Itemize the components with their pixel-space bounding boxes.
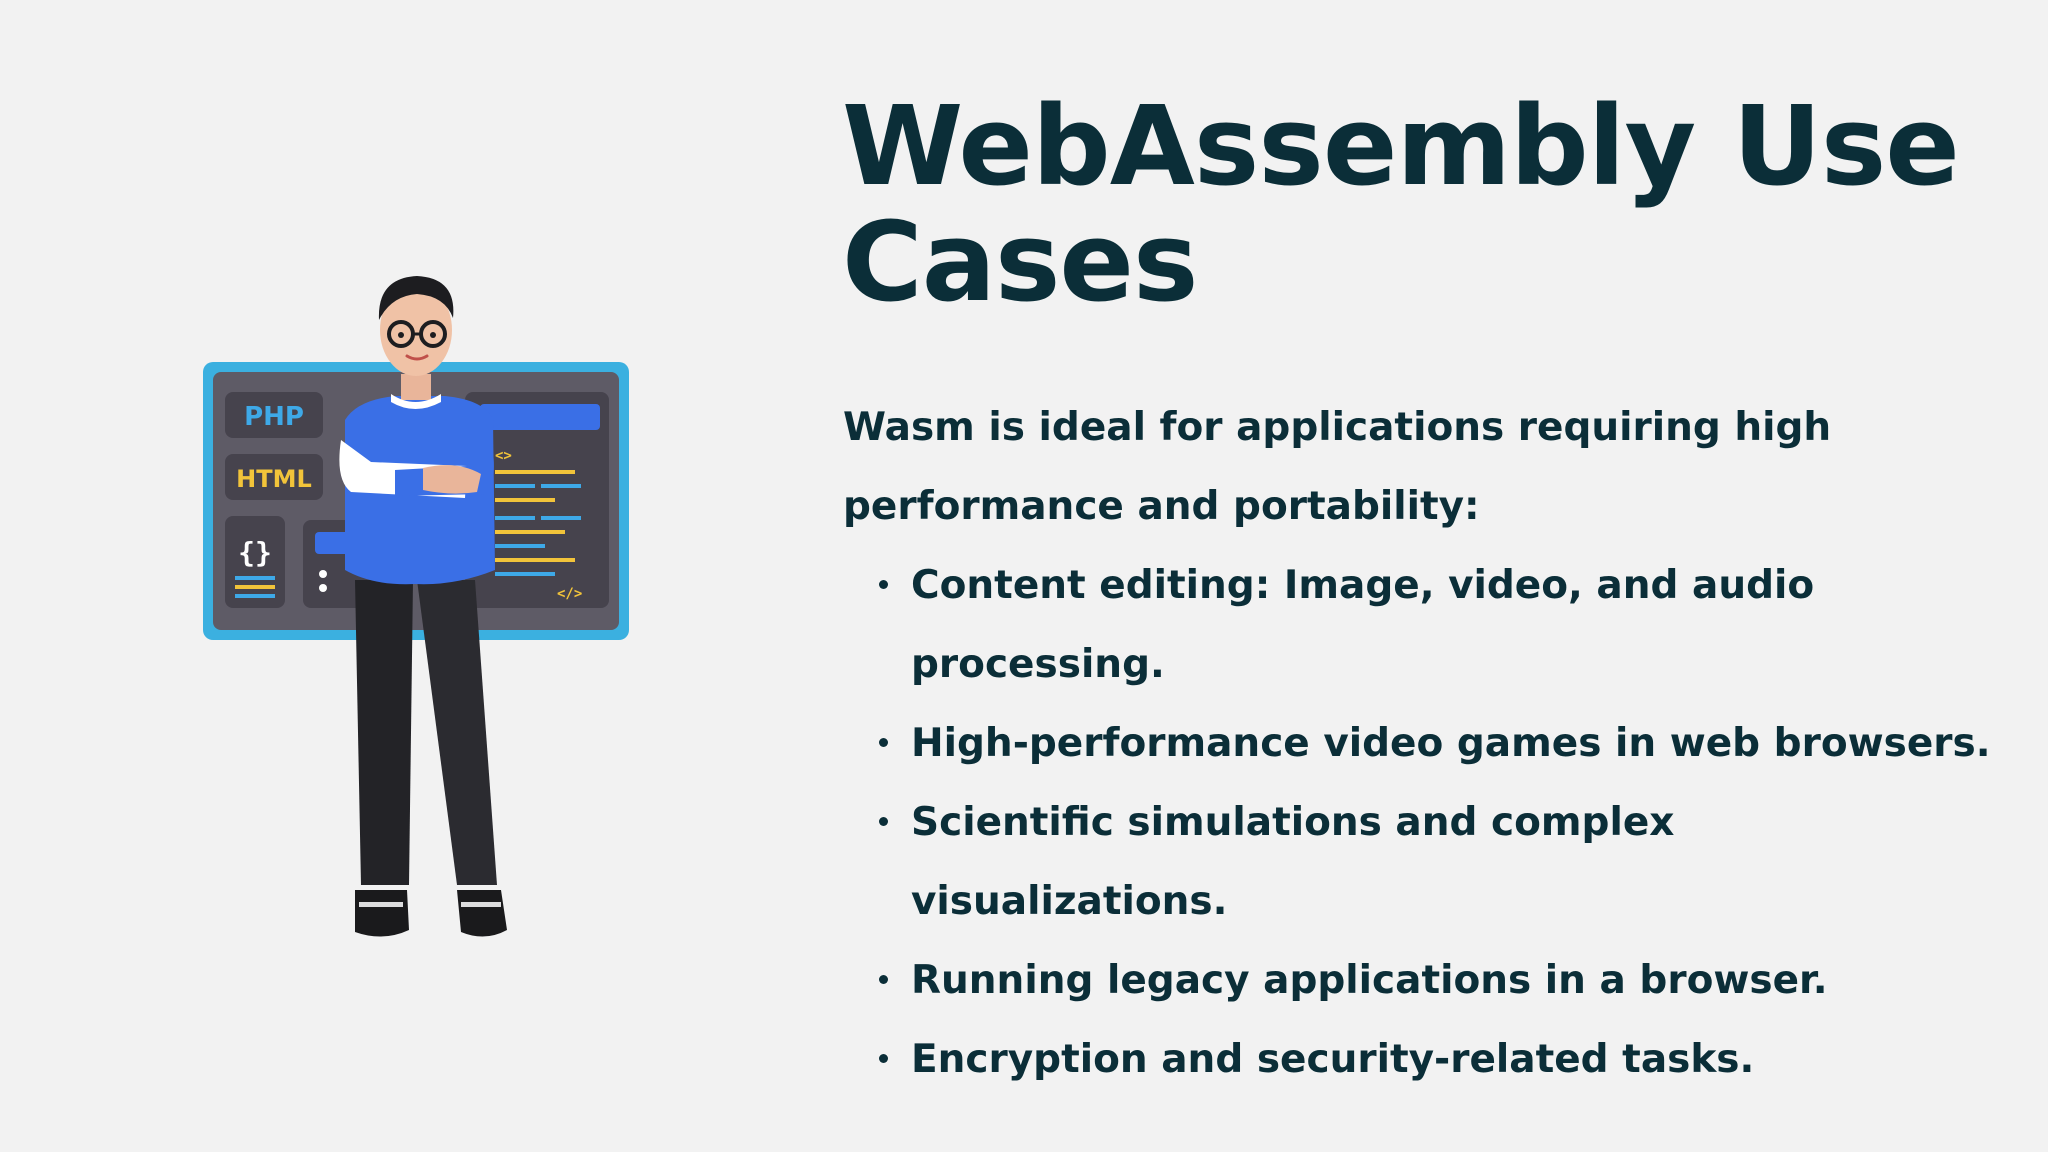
code-panel-header	[480, 404, 600, 430]
list-item: Encryption and security-related tasks.	[843, 1020, 1993, 1099]
php-tile	[225, 392, 323, 438]
bullet-icon	[879, 975, 888, 984]
list-item: Scientific simulations and complex visua…	[843, 783, 1993, 941]
right-shoe	[457, 890, 507, 937]
php-tag: PHP	[244, 402, 304, 432]
bullet-icon	[879, 817, 888, 826]
developer-illustration: PHP HTML {} <> </>	[203, 276, 629, 937]
list-item-text: Content editing: Image, video, and audio…	[911, 563, 1815, 687]
neck	[401, 374, 431, 400]
hands	[423, 465, 481, 494]
list-item-text: Running legacy applications in a browser…	[911, 958, 1828, 1003]
list-item: Content editing: Image, video, and audio…	[843, 546, 1993, 704]
html-tile	[225, 454, 323, 500]
braces-tag: {}	[238, 536, 272, 569]
left-leg	[355, 580, 413, 885]
intro-text: Wasm is ideal for applications requiring…	[843, 405, 1832, 529]
slide-title: WebAssembly Use Cases	[842, 82, 1960, 326]
code-close-tag: </>	[557, 586, 582, 602]
smile	[405, 354, 429, 361]
html-tag: HTML	[236, 465, 312, 493]
right-leg	[417, 580, 497, 885]
list-item-text: Encryption and security-related tasks.	[911, 1037, 1755, 1082]
code-open-tag: <>	[495, 448, 512, 464]
bullet-icon	[879, 1054, 888, 1063]
left-shoe	[355, 890, 409, 937]
bullet-icon	[879, 580, 888, 589]
list-item-text: High-performance video games in web brow…	[911, 721, 1991, 766]
list-item: High-performance video games in web brow…	[843, 704, 1993, 783]
hair	[378, 276, 454, 320]
use-case-list: Content editing: Image, video, and audio…	[843, 546, 1993, 1099]
list-item: Running legacy applications in a browser…	[843, 941, 1993, 1020]
list-item-text: Scientific simulations and complex visua…	[911, 800, 1675, 924]
bullet-icon	[879, 738, 888, 747]
face	[380, 284, 452, 376]
slide-body: Wasm is ideal for applications requiring…	[843, 388, 1993, 1099]
